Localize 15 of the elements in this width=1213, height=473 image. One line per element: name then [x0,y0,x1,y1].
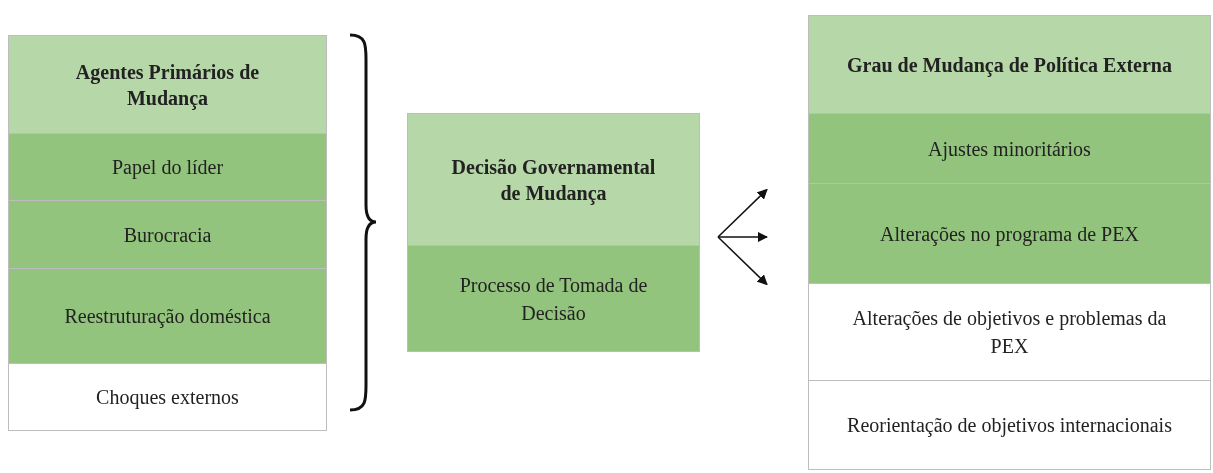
list-item: Burocracia [9,201,326,269]
column-table [808,15,1211,470]
arrow [717,231,769,243]
list-item: Alterações no programa de PEX [809,184,1210,284]
arrow [717,236,768,286]
list-item: Papel do líder [9,134,326,201]
arrow [717,188,768,238]
column-heading: Decisão Governamental de Mudança [408,114,699,246]
column-table [8,35,327,431]
list-item: Processo de Tomada de Decisão [408,246,699,351]
column-table [407,113,700,352]
list-item: Reestruturação doméstica [9,269,326,364]
list-item: Ajustes minoritários [809,114,1210,184]
column-heading: Agentes Primários de Mudança [9,36,326,134]
column-heading: Grau de Mudança de Política Externa [809,16,1210,114]
